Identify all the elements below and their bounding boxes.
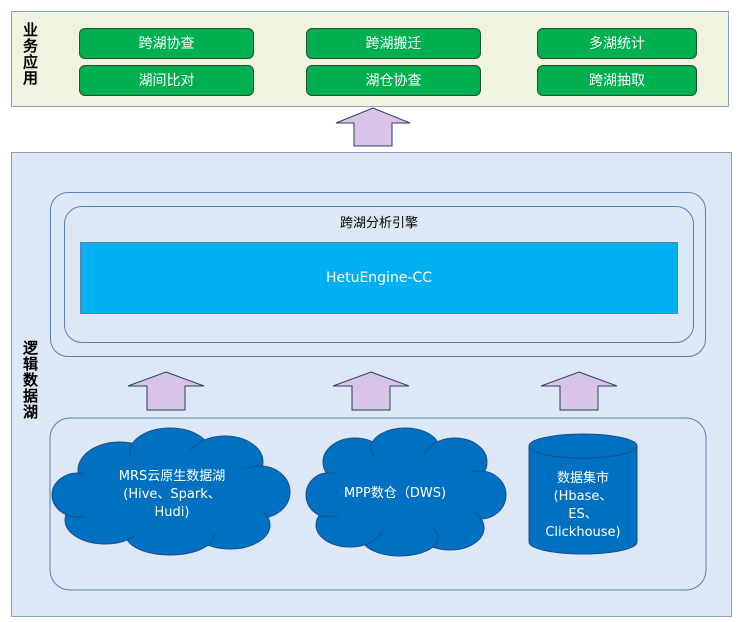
up-arrow-main [335, 107, 411, 147]
mpp-cloud-label: MPP数仓（DWS) [320, 485, 470, 503]
cross-lake-extract-button[interactable]: 跨湖抽取 [537, 65, 697, 96]
data-mart-cylinder-shape [528, 433, 638, 555]
sources-frame [49, 417, 707, 591]
up-arrow-right [540, 371, 618, 411]
hetuengine-cc-bar: HetuEngine-CC [80, 242, 678, 314]
mrs-cloud-label: MRS云原生数据湖 (Hive、Spark、 Hudi) [92, 468, 252, 522]
up-arrow-center [332, 371, 410, 411]
mrs-label-line-2: (Hive、Spark、 [123, 487, 221, 502]
multi-lake-stats-button[interactable]: 多湖统计 [537, 28, 697, 59]
inter-lake-compare-button[interactable]: 湖间比对 [79, 65, 254, 96]
data-mart-label-line-1: 数据集市 [556, 471, 609, 486]
up-arrow-left [127, 371, 205, 411]
engine-inner-frame [64, 206, 694, 343]
mrs-label-line-1: MRS云原生数据湖 [118, 469, 226, 484]
engine-title: 跨湖分析引擎 [339, 216, 418, 231]
engine-outer-frame [50, 192, 706, 357]
logical-data-lake-label: 逻辑数据湖 [21, 340, 39, 420]
business-app-label: 业务应用 [21, 22, 39, 86]
data-mart-label: 数据集市 (Hbase、 ES、 Clickhouse) [529, 470, 637, 542]
cross-lake-migrate-button[interactable]: 跨湖搬迁 [306, 28, 481, 59]
lake-warehouse-query-button[interactable]: 湖仓协查 [306, 65, 481, 96]
cross-lake-query-button[interactable]: 跨湖协查 [79, 28, 254, 59]
data-mart-label-line-4: Clickhouse) [545, 525, 621, 540]
mrs-cloud-shape [51, 427, 291, 556]
mpp-label-line-1: MPP数仓（DWS) [343, 486, 447, 501]
mrs-label-line-3: Hudi) [154, 505, 190, 520]
data-mart-label-line-2: (Hbase、 [553, 489, 613, 504]
mpp-cloud-shape [305, 427, 507, 557]
data-mart-label-line-3: ES、 [568, 507, 598, 522]
